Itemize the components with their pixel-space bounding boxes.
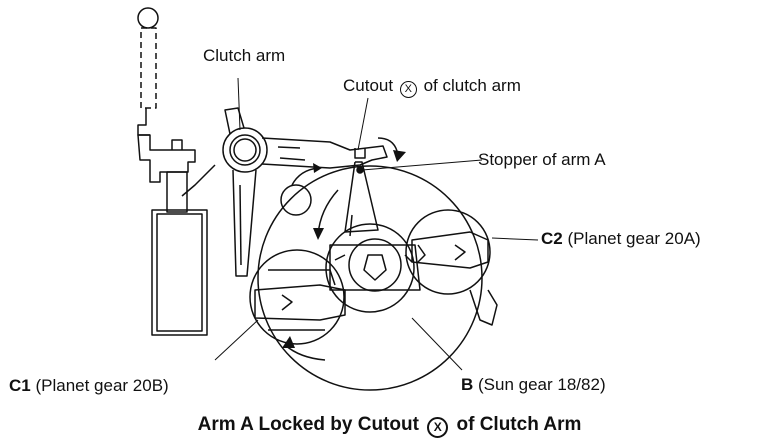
stopper-text: Stopper of arm A (478, 150, 606, 169)
clutch-arm (181, 107, 388, 277)
caption-x-symbol: X (427, 417, 449, 438)
solenoid-bracket (137, 134, 208, 336)
c1-code: C1 (9, 376, 31, 395)
clutch-arm-label: Clutch arm (203, 46, 285, 66)
stopper-label: Stopper of arm A (478, 150, 606, 170)
planet-gear-c2 (405, 209, 498, 326)
figure-caption: Arm A Locked by Cutout X of Clutch Arm (0, 414, 779, 438)
b-label: B (Sun gear 18/82) (461, 375, 606, 395)
c1-desc: (Planet gear 20B) (35, 376, 169, 395)
c2-code: C2 (541, 229, 563, 248)
c2-desc: (Planet gear 20A) (567, 229, 701, 248)
c1-label: C1 (Planet gear 20B) (9, 376, 169, 396)
cutout-label: Cutout X of clutch arm (343, 76, 521, 98)
arrowheads (282, 150, 406, 348)
motion-arrows (284, 137, 399, 361)
spring (280, 184, 312, 216)
b-desc: (Sun gear 18/82) (478, 375, 606, 394)
cutout-x-symbol: X (399, 81, 417, 98)
cutout-text: Cutout (343, 76, 394, 95)
b-code: B (461, 375, 474, 394)
cutout-suffix-text: of clutch arm (423, 76, 521, 95)
sun-gear-b (257, 165, 483, 391)
leader-lines (214, 77, 539, 371)
caption-text: Arm A Locked by Cutout (197, 414, 419, 435)
clutch-arm-text: Clutch arm (203, 46, 286, 65)
planet-gear-c1 (249, 249, 346, 345)
caption-suffix-text: of Clutch Arm (456, 414, 582, 435)
dashed-link-rod (137, 7, 159, 136)
c2-label: C2 (Planet gear 20A) (541, 229, 701, 249)
